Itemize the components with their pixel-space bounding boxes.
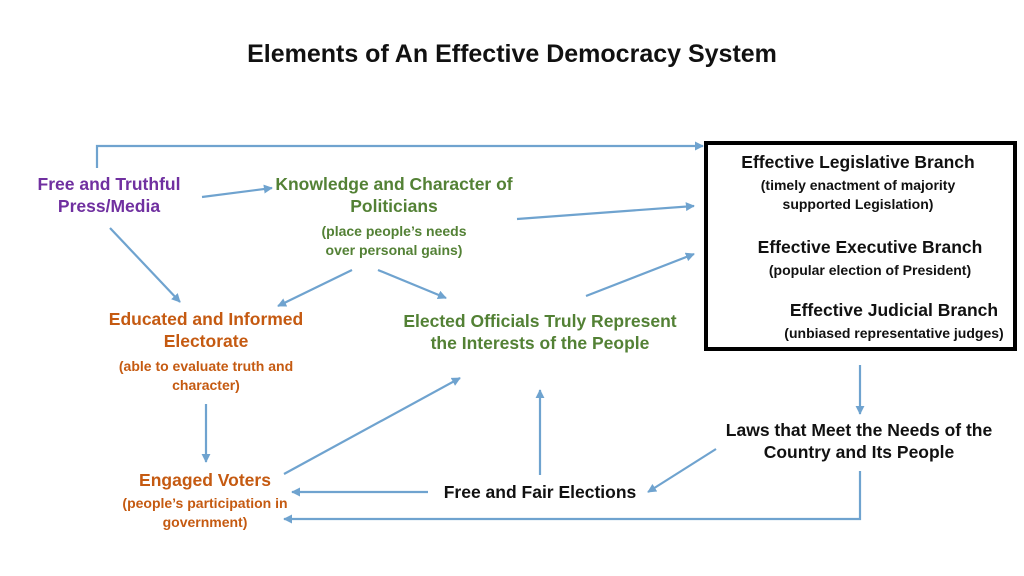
node-elected-officials-title: Elected Officials Truly Represent the In… bbox=[403, 311, 677, 353]
node-engaged-voters: Engaged Voters (people’s participation i… bbox=[112, 470, 298, 532]
arrow-voters-to-officials bbox=[283, 377, 461, 475]
node-politicians-title: Knowledge and Character of Politicians bbox=[275, 174, 513, 216]
node-legislative-branch: Effective Legislative Branch (timely ena… bbox=[714, 152, 1002, 214]
node-free-elections-title: Free and Fair Elections bbox=[443, 482, 637, 502]
node-legislative-title: Effective Legislative Branch bbox=[741, 152, 975, 172]
arrow-press-to-politicians bbox=[201, 184, 273, 199]
arrow-politicians-to-electorate bbox=[277, 269, 353, 307]
node-judicial-subtitle: (unbiased representative judges) bbox=[784, 324, 1004, 341]
arrow-politicians-to-officials bbox=[377, 268, 447, 300]
arrow-officials-to-executive bbox=[585, 252, 695, 298]
node-elected-officials: Elected Officials Truly Represent the In… bbox=[398, 311, 682, 355]
node-politicians-subtitle: (place people’s needs over personal gain… bbox=[321, 222, 467, 258]
node-press-media: Free and Truthful Press/Media bbox=[14, 174, 204, 218]
node-electorate-title: Educated and Informed Electorate bbox=[108, 309, 304, 351]
arrow-laws-to-voters bbox=[283, 471, 862, 524]
node-press-media-title: Free and Truthful Press/Media bbox=[37, 174, 181, 216]
node-politicians: Knowledge and Character of Politicians (… bbox=[262, 174, 526, 260]
node-executive-branch: Effective Executive Branch (popular elec… bbox=[742, 237, 998, 280]
node-executive-title: Effective Executive Branch bbox=[757, 237, 983, 257]
node-laws: Laws that Meet the Needs of the Country … bbox=[714, 420, 1004, 464]
node-legislative-subtitle: (timely enactment of majority supported … bbox=[760, 176, 956, 212]
node-judicial-title: Effective Judicial Branch bbox=[789, 300, 999, 320]
government-branches-box bbox=[704, 141, 1017, 351]
node-laws-title: Laws that Meet the Needs of the Country … bbox=[725, 420, 993, 462]
node-electorate: Educated and Informed Electorate (able t… bbox=[90, 309, 322, 395]
node-free-elections: Free and Fair Elections bbox=[420, 482, 660, 504]
arrow-press-to-legislative bbox=[95, 141, 704, 168]
node-judicial-branch: Effective Judicial Branch (unbiased repr… bbox=[776, 300, 1012, 343]
node-engaged-voters-subtitle: (people’s participation in government) bbox=[122, 494, 288, 530]
node-electorate-subtitle: (able to evaluate truth and character) bbox=[118, 357, 294, 393]
node-engaged-voters-title: Engaged Voters bbox=[139, 470, 271, 490]
arrow-laws-to-elections bbox=[647, 448, 717, 493]
arrow-politicians-to-legislative bbox=[516, 202, 695, 221]
page-title: Elements of An Effective Democracy Syste… bbox=[247, 40, 777, 68]
arrow-press-to-electorate bbox=[109, 227, 181, 303]
node-executive-subtitle: (popular election of President) bbox=[768, 261, 972, 278]
